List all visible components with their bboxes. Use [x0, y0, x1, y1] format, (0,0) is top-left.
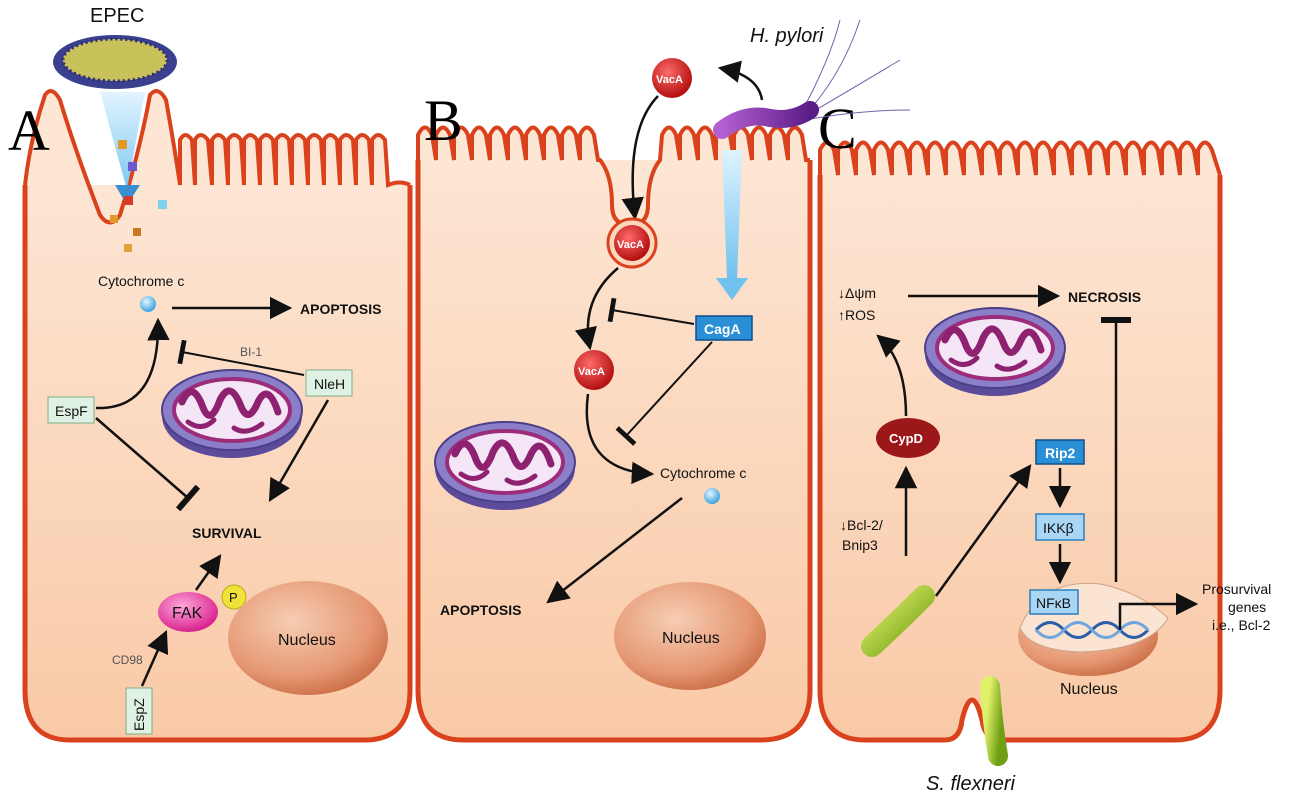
apoptosis-label-b: APOPTOSIS [440, 602, 521, 618]
panel-letter-b: B [424, 88, 463, 153]
effector-icon [133, 228, 141, 236]
effector-icon [110, 215, 118, 223]
nfkb-box [1029, 589, 1079, 615]
nfkb-label: NFκB [1036, 595, 1071, 611]
arrow-vaca-endosome [621, 95, 659, 221]
arrow-hpylori-vaca [717, 60, 764, 101]
epec-label: EPEC [90, 5, 144, 27]
arrow-vaca-cytc [585, 393, 655, 485]
arrow-shigella-rip2 [934, 464, 1032, 597]
espz-label: EspZ [131, 698, 147, 731]
cytochrome-c-label-a: Cytochrome c [98, 273, 184, 289]
cytochrome-c-icon [140, 296, 156, 312]
panel-b: H. pylori VacA VacA CagA VacA Cytochrome… [435, 19, 911, 690]
phospho-icon [221, 584, 247, 610]
arrow-nleh-survival [268, 399, 330, 502]
mitochondrion-icon [435, 422, 575, 510]
arrow-nfkb-genes [1118, 592, 1199, 630]
nucleus-label-c: Nucleus [1060, 681, 1118, 698]
arrow-cypd-ros [876, 334, 908, 417]
survival-label: SURVIVAL [192, 525, 262, 541]
effector-icon [128, 162, 137, 171]
nucleus-label-b: Nucleus [662, 630, 720, 647]
vaca-label-1: VacA [656, 74, 683, 86]
prosurvival-label-2: genes [1228, 599, 1266, 615]
caga-label: CagA [704, 321, 741, 337]
nleh-box [305, 369, 353, 397]
panel-a: EPEC Cytochrome c APOPTOSIS NleH BI-1 Es [47, 5, 388, 735]
dna-icon [1034, 621, 1150, 639]
bcl2-label-1: ↓Bcl-2/ [840, 517, 883, 533]
inhibit-caga-cytc [615, 341, 713, 446]
effector-icon [124, 196, 133, 205]
effector-icon [118, 140, 127, 149]
fak-label: FAK [172, 605, 203, 622]
caga-beam-icon [722, 150, 742, 280]
prosurvival-label-1: Prosurvival [1202, 581, 1271, 597]
vaca-label-2: VacA [617, 239, 644, 251]
cytochrome-c-label-b: Cytochrome c [660, 465, 746, 481]
ikkb-box [1035, 513, 1085, 541]
nucleus-label-a: Nucleus [278, 632, 336, 649]
arrow-espf-cytc [95, 317, 170, 410]
espf-box [47, 396, 95, 424]
espz-box [125, 687, 153, 735]
epec-bacterium-icon [53, 35, 177, 89]
h-pylori-label: H. pylori [750, 25, 824, 47]
nleh-label: NleH [314, 376, 345, 392]
bi1-label: BI-1 [240, 345, 262, 359]
s-flexneri-label: S. flexneri [926, 773, 1015, 795]
effector-icon [158, 200, 167, 209]
vaca-icon [614, 225, 650, 261]
arrow-endosome-vaca [574, 267, 619, 351]
vaca-icon [652, 58, 692, 98]
mitochondrion-icon [925, 308, 1065, 396]
injection-arrow-icon [115, 185, 140, 205]
nucleus-b-icon [614, 582, 766, 690]
panel-letter-a: A [8, 98, 50, 163]
ros-label: ↑ROS [838, 307, 875, 323]
apoptosis-label-a: APOPTOSIS [300, 301, 381, 317]
panel-c: ↓Δψm ↑ROS NECROSIS CypD ↓Bcl-2/ Bnip3 Ri… [838, 284, 1271, 795]
cd98-label: CD98 [112, 653, 143, 667]
flagella-icon [799, 19, 911, 121]
phospho-label: P [229, 590, 238, 605]
panel-letter-c: C [818, 96, 857, 161]
cypd-label: CypD [889, 431, 923, 446]
rip2-box [1035, 439, 1085, 465]
shigella-bacterium-icon [861, 585, 935, 657]
prosurvival-label-3: i.e., Bcl-2 [1212, 617, 1271, 633]
arrow-espz-fak [140, 629, 169, 687]
caga-box [695, 315, 753, 341]
cytochrome-c-icon [704, 488, 720, 504]
dpsi-label: ↓Δψm [838, 285, 876, 301]
necrosis-label: NECROSIS [1068, 289, 1141, 305]
inhibit-caga-vaca [607, 297, 695, 325]
inhibit-nleh-cytc [177, 339, 305, 376]
effector-icon [124, 244, 132, 252]
vaca-icon [574, 350, 614, 390]
espf-label: EspF [55, 403, 88, 419]
caga-arrow-icon [716, 278, 748, 300]
ikkb-label: IKKβ [1043, 520, 1074, 536]
rip2-label: Rip2 [1045, 445, 1076, 461]
mitochondrion-icon [162, 370, 302, 458]
vaca-label-3: VacA [578, 366, 605, 378]
bcl2-label-2: Bnip3 [842, 537, 878, 553]
fak-icon [158, 592, 218, 632]
nucleus-a-icon [228, 581, 388, 695]
arrow-cytc-apoptosis-b [546, 497, 683, 604]
h-pylori-bacterium-icon [713, 101, 819, 139]
arrow-fak-survival [194, 554, 222, 591]
shigella-entering-icon [980, 676, 1008, 766]
inhibit-espf-survival [95, 417, 201, 512]
cypd-icon [876, 418, 940, 458]
